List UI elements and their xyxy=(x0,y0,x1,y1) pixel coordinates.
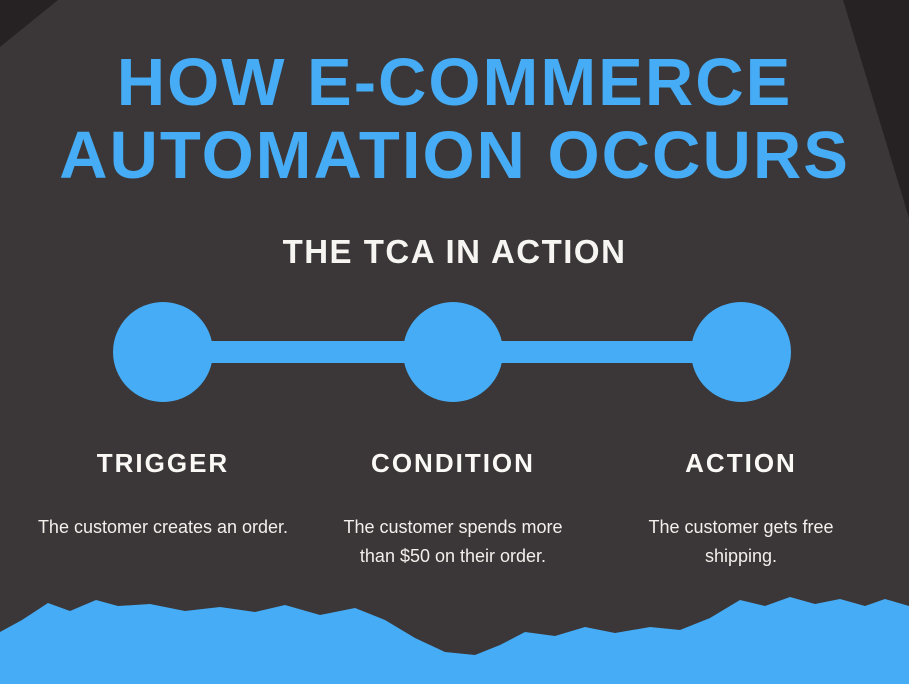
step-action: ACTION The customer gets free shipping. xyxy=(596,448,886,571)
page-title-line2: AUTOMATION OCCURS xyxy=(59,118,850,194)
connector-condition-action xyxy=(453,341,741,363)
connector-trigger-condition xyxy=(163,341,453,363)
subtitle: THE TCA IN ACTION xyxy=(282,233,627,270)
step-condition: CONDITION The customer spends more than … xyxy=(308,448,598,571)
step-label: CONDITION xyxy=(371,448,535,478)
step-description: The customer gets free shipping. xyxy=(648,517,834,566)
page-title-line1: HOW E-COMMERCE xyxy=(116,45,793,120)
page-title: HOW E-COMMERCE AUTOMATION OCCURS xyxy=(0,46,909,192)
step-description: The customer creates an order. xyxy=(37,517,289,537)
timeline-node-condition xyxy=(403,302,503,402)
step-trigger: TRIGGER The customer creates an order. xyxy=(18,448,308,542)
timeline-node-action xyxy=(691,302,791,402)
step-description: The customer spends more than $50 on the… xyxy=(343,517,563,566)
step-label: TRIGGER xyxy=(96,448,230,478)
timeline-node-trigger xyxy=(113,302,213,402)
step-label: ACTION xyxy=(685,448,797,478)
